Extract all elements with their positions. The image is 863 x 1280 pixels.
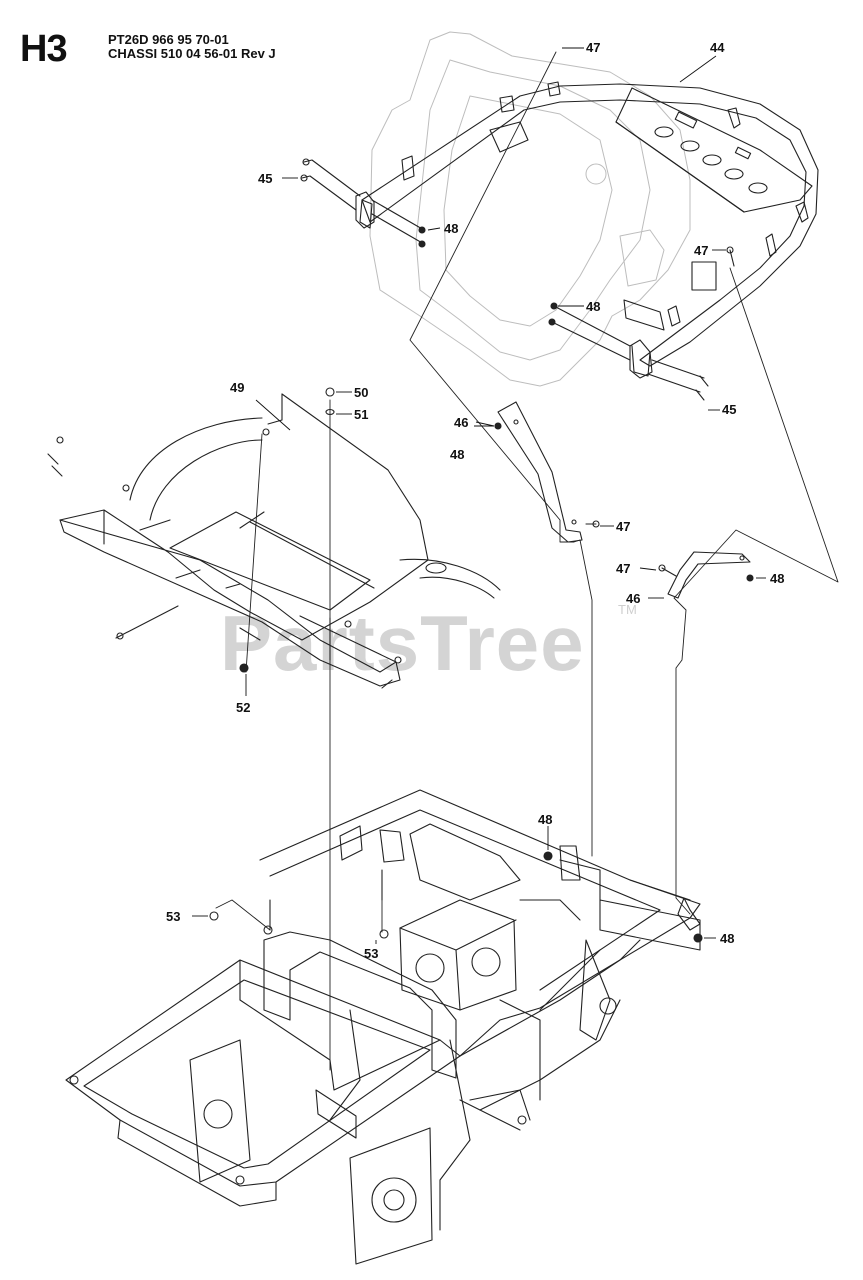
- callout-51: 51: [354, 407, 368, 422]
- watermark-tm: TM: [618, 602, 637, 617]
- callout-47-top: 47: [586, 40, 600, 55]
- brace-46-right: [658, 551, 754, 599]
- model-line: PT26D 966 95 70-01: [108, 32, 229, 47]
- callout-48-frame: 48: [538, 812, 552, 827]
- callout-46-right: 46: [626, 591, 640, 606]
- callout-53-left: 53: [166, 909, 180, 924]
- callout-labels: 47 44 45 48 47 48 45 49 50 51 46 48 47 4…: [166, 40, 784, 961]
- rear-frame-bar: [355, 81, 819, 379]
- callout-47-rbracket: 47: [616, 561, 630, 576]
- callout-53-mid: 53: [364, 946, 378, 961]
- main-chassis-frame: [65, 789, 701, 1265]
- callout-45-right: 45: [722, 402, 736, 417]
- callout-49: 49: [230, 380, 244, 395]
- callout-47-right: 47: [694, 243, 708, 258]
- bolts-45-left: [300, 158, 426, 248]
- callout-50: 50: [354, 385, 368, 400]
- assembly-leader-lines: [215, 51, 839, 1071]
- fender-deck-panel: [47, 393, 501, 689]
- assembly-line: CHASSI 510 04 56-01 Rev J: [108, 46, 276, 61]
- callout-48-bracket: 48: [450, 447, 464, 462]
- callout-leaders: [192, 47, 766, 944]
- watermark-brand: PartsTree: [220, 599, 585, 687]
- body-panel-outline: [369, 31, 691, 387]
- callout-48-mid: 48: [586, 299, 600, 314]
- callout-48-frame-right: 48: [720, 931, 734, 946]
- frame-hardware: [209, 851, 703, 943]
- callout-46-left: 46: [454, 415, 468, 430]
- brace-46-left: [494, 401, 600, 543]
- callout-52: 52: [236, 700, 250, 715]
- page-code: H3: [20, 28, 68, 70]
- callout-45-left: 45: [258, 171, 272, 186]
- bolts-45-right: [548, 246, 735, 401]
- callout-48-left: 48: [444, 221, 458, 236]
- heat-shield-plate: [615, 87, 813, 213]
- washers-50-51: [325, 387, 335, 416]
- callout-47-bracket: 47: [616, 519, 630, 534]
- callout-48-rbracket: 48: [770, 571, 784, 586]
- callout-44: 44: [710, 40, 725, 55]
